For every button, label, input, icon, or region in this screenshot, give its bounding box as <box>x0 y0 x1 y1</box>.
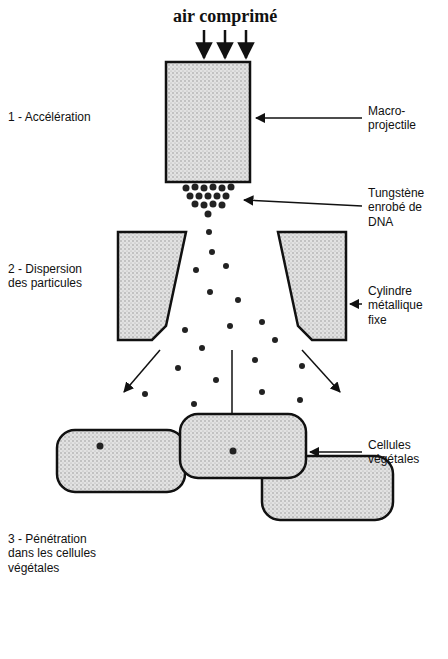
part-label: Cellules végétales <box>368 438 432 467</box>
air-arrows <box>204 30 246 58</box>
step-label: 2 - Dispersion des particules <box>8 262 92 291</box>
part-label: Cylindre métallique fixe <box>368 284 438 327</box>
fixed-cylinder-right <box>278 232 346 340</box>
step-label: 1 - Accélération <box>8 110 148 124</box>
leader-arrows <box>244 118 362 452</box>
particle-in-cell <box>97 443 104 450</box>
macroprojectile <box>166 62 250 182</box>
title-text: air comprimé <box>173 6 277 27</box>
particle-in-cell <box>230 448 237 455</box>
fixed-cylinder-left <box>118 232 186 340</box>
part-label: Tungstène enrobé de DNA <box>368 186 434 229</box>
plant-cells <box>57 414 393 520</box>
part-label: Macro-projectile <box>368 104 430 133</box>
step-label: 3 - Pénétration dans les cellules végéta… <box>8 532 98 575</box>
